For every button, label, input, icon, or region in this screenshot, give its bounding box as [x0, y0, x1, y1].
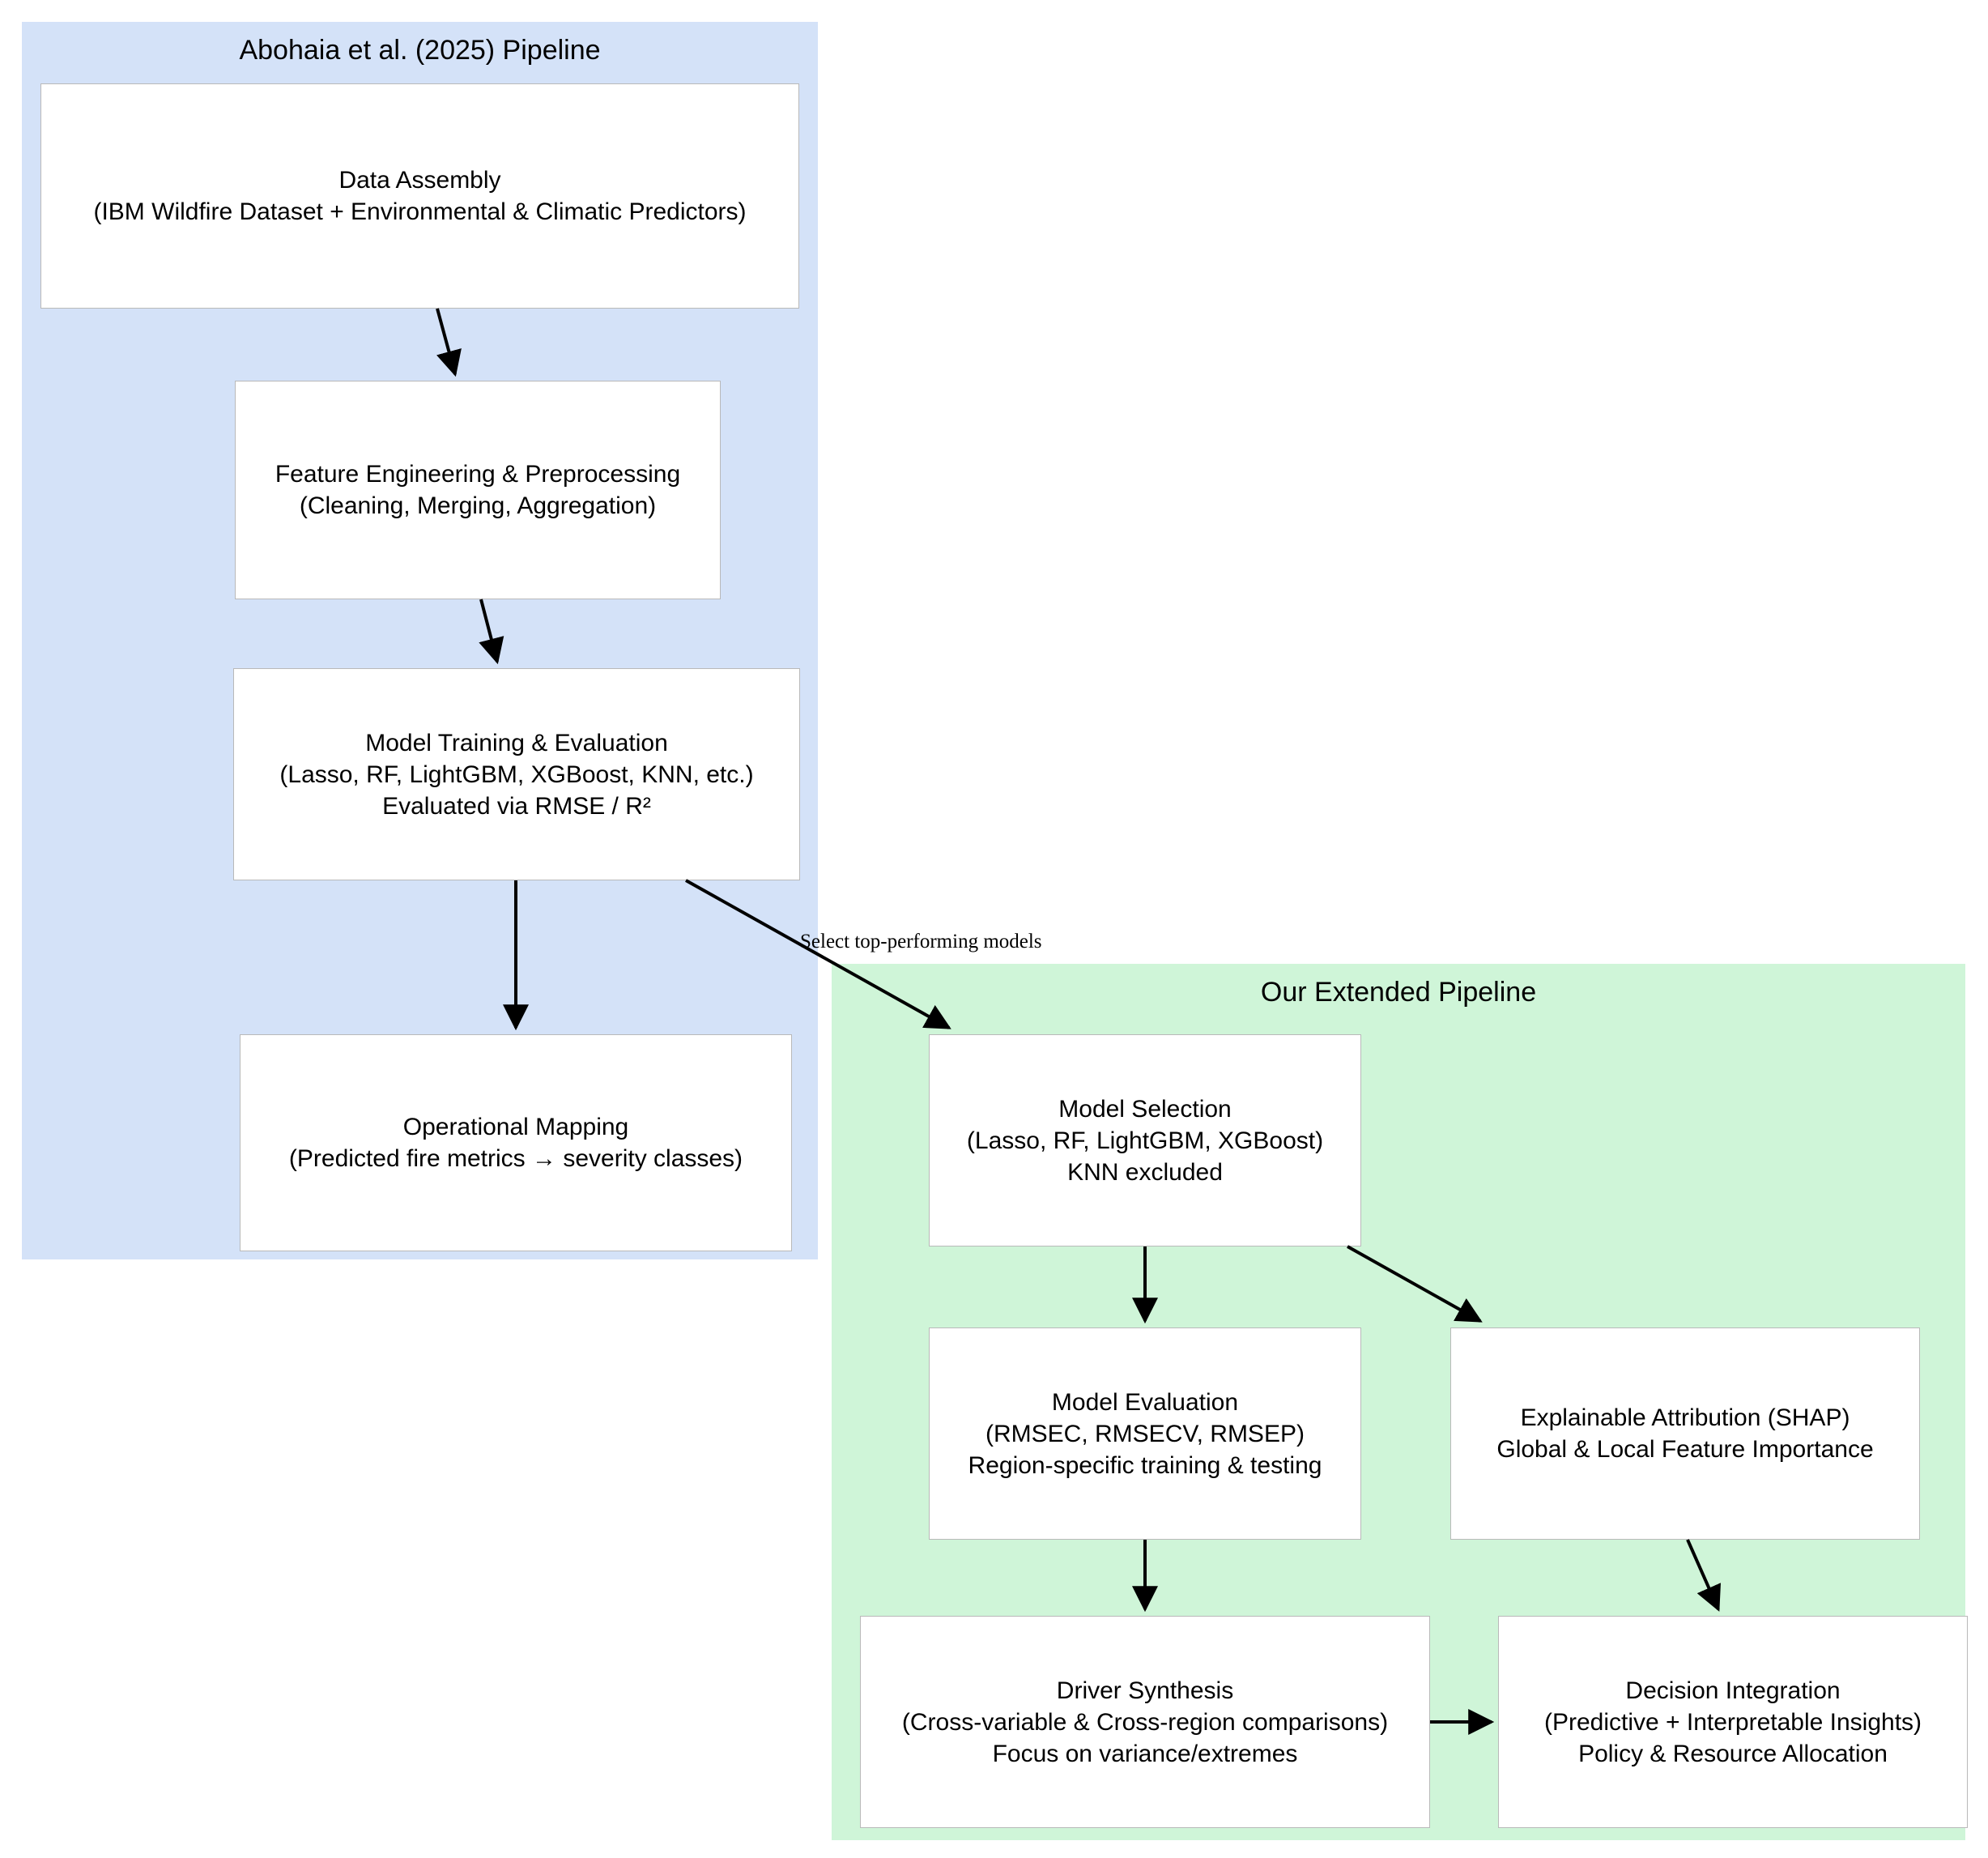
- cluster-abohaia-title: Abohaia et al. (2025) Pipeline: [239, 35, 601, 66]
- node-decision-integration[interactable]: Decision Integration (Predictive + Inter…: [1498, 1616, 1968, 1828]
- cluster-extended-title: Our Extended Pipeline: [1260, 977, 1537, 1008]
- node-decision-integration-label: Decision Integration (Predictive + Inter…: [1543, 1677, 1922, 1767]
- node-operational-mapping-label: Operational Mapping (Predicted fire metr…: [288, 1114, 743, 1172]
- node-data-assembly-label: Data Assembly (IBM Wildfire Dataset + En…: [93, 167, 747, 225]
- node-model-training-label: Model Training & Evaluation (Lasso, RF, …: [279, 729, 754, 820]
- node-model-selection-label: Model Selection (Lasso, RF, LightGBM, XG…: [966, 1095, 1324, 1186]
- node-explainable-attribution[interactable]: Explainable Attribution (SHAP) Global & …: [1450, 1327, 1920, 1540]
- node-model-selection[interactable]: Model Selection (Lasso, RF, LightGBM, XG…: [929, 1034, 1361, 1246]
- node-explainable-attribution-label: Explainable Attribution (SHAP) Global & …: [1496, 1404, 1874, 1463]
- node-model-evaluation-label: Model Evaluation (RMSEC, RMSECV, RMSEP) …: [968, 1388, 1322, 1479]
- node-feature-engineering[interactable]: Feature Engineering & Preprocessing (Cle…: [235, 381, 721, 599]
- edge-label-select-top-performing-models: Select top-performing models: [800, 931, 1042, 952]
- node-model-evaluation[interactable]: Model Evaluation (RMSEC, RMSECV, RMSEP) …: [929, 1327, 1361, 1540]
- node-driver-synthesis[interactable]: Driver Synthesis (Cross-variable & Cross…: [860, 1616, 1430, 1828]
- node-driver-synthesis-label: Driver Synthesis (Cross-variable & Cross…: [901, 1677, 1389, 1767]
- node-feature-engineering-label: Feature Engineering & Preprocessing (Cle…: [275, 461, 681, 519]
- node-data-assembly[interactable]: Data Assembly (IBM Wildfire Dataset + En…: [40, 83, 799, 309]
- node-operational-mapping[interactable]: Operational Mapping (Predicted fire metr…: [240, 1034, 792, 1251]
- node-model-training[interactable]: Model Training & Evaluation (Lasso, RF, …: [233, 668, 800, 880]
